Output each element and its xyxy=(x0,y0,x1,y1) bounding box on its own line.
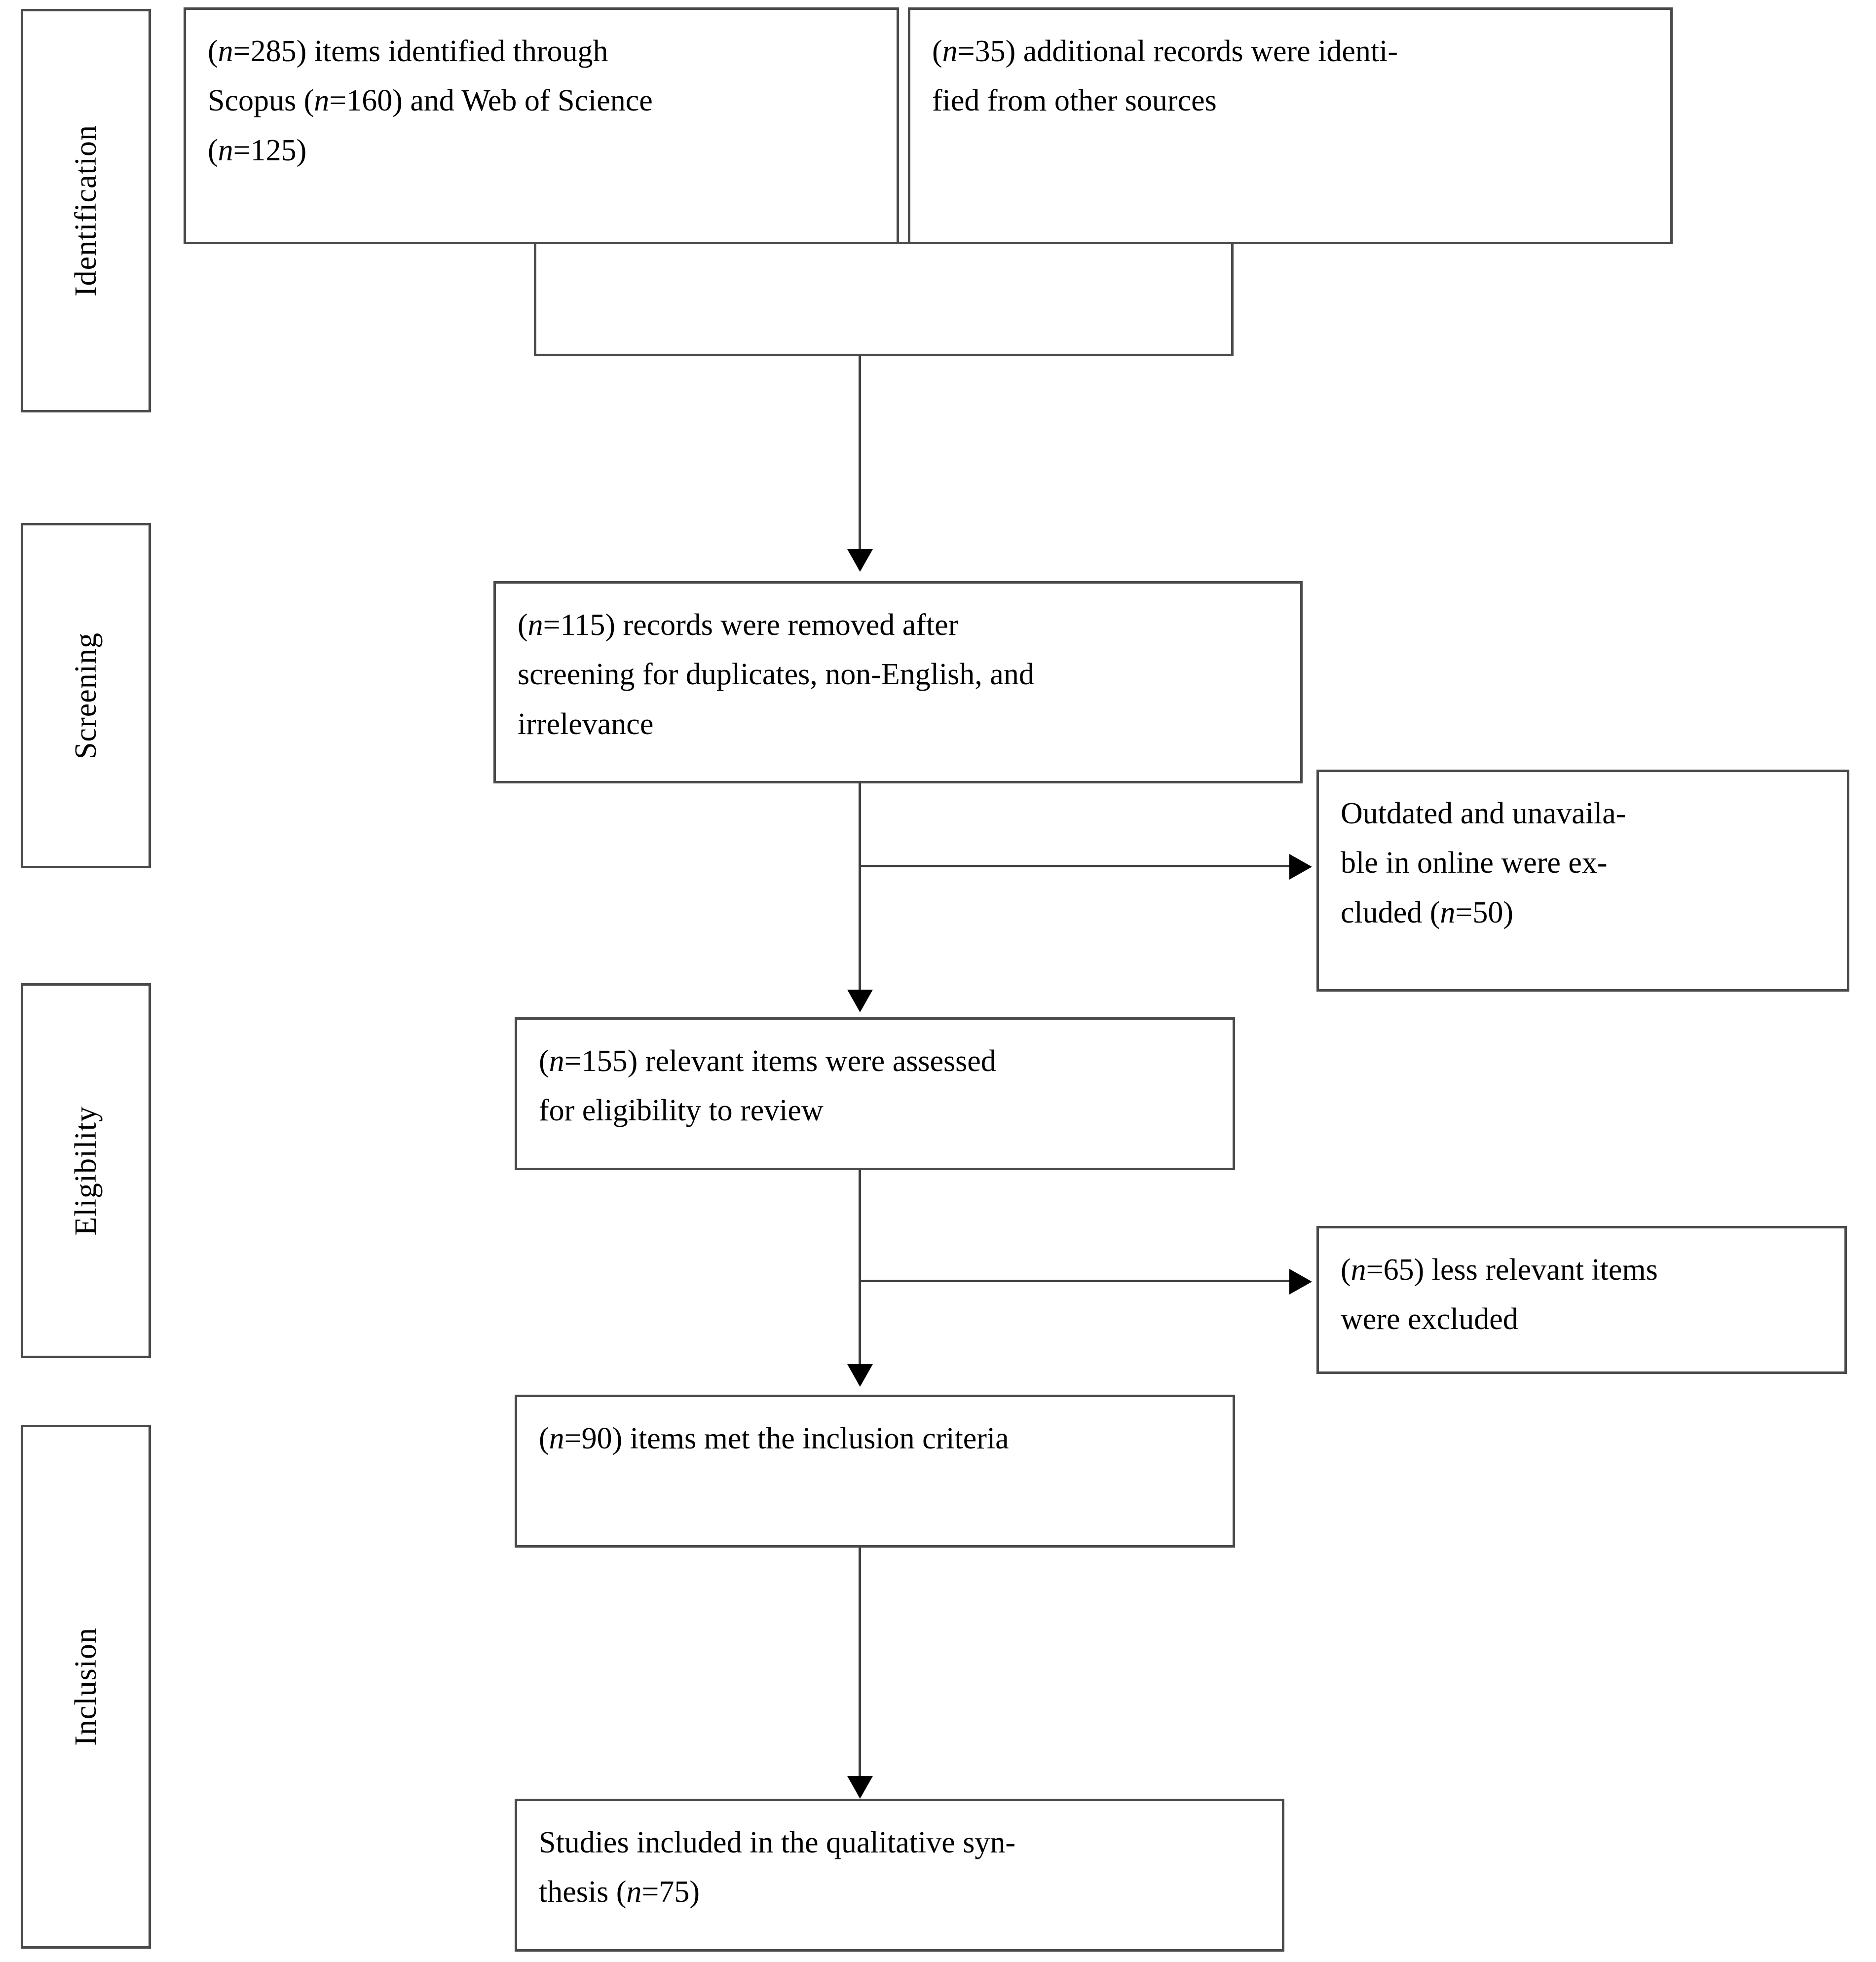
connector-screening-to-eligibility xyxy=(859,783,861,1010)
box-assessed-for-eligibility: (n=155) relevant items were assessed for… xyxy=(515,1017,1235,1170)
removed-screening-line-2: screening for duplicates, non-English, a… xyxy=(518,658,1034,692)
stage-box-identification: Identification xyxy=(21,9,151,412)
stage-box-screening: Screening xyxy=(21,523,151,868)
excluded-less-relevant-line-2: were excluded xyxy=(1341,1302,1518,1336)
identified-databases-line-2: Scopus (n=160) and Web of Science xyxy=(208,84,653,118)
arrowhead-excluded-outdated xyxy=(1289,854,1312,880)
stage-label-identification: Identification xyxy=(69,125,103,296)
qualitative-synthesis-line-2: thesis (n=75) xyxy=(539,1875,700,1909)
assessed-eligibility-line-1: (n=155) relevant items were assessed xyxy=(539,1044,996,1078)
stage-box-inclusion: Inclusion xyxy=(21,1425,151,1949)
excluded-outdated-line-1: Outdated and unavaila- xyxy=(1341,797,1626,830)
box-qualitative-synthesis: Studies included in the qualitative syn-… xyxy=(515,1799,1284,1952)
arrowhead-eligibility-to-inclusion xyxy=(847,1364,873,1387)
box-identified-through-databases: (n=285) items identified through Scopus … xyxy=(184,7,899,244)
box-excluded-less-relevant: (n=65) less relevant items were excluded xyxy=(1316,1226,1847,1374)
identified-databases-line-3: (n=125) xyxy=(208,133,307,167)
stage-box-eligibility: Eligibility xyxy=(21,983,151,1358)
arrowhead-screening-to-eligibility xyxy=(847,990,873,1012)
identified-other-line-2: fied from other sources xyxy=(932,84,1217,118)
connector-screening-to-excluded-outdated xyxy=(859,865,1293,867)
arrowhead-excluded-less-relevant xyxy=(1289,1269,1312,1295)
merge-connector-box xyxy=(534,242,1234,356)
identified-other-line-1: (n=35) additional records were identi- xyxy=(932,35,1398,68)
box-identified-other-sources: (n=35) additional records were identi- f… xyxy=(908,7,1673,244)
identified-databases-line-1: (n=285) items identified through xyxy=(208,35,608,68)
excluded-less-relevant-line-1: (n=65) less relevant items xyxy=(1341,1253,1658,1287)
arrowhead-merge-to-screening xyxy=(847,549,873,572)
qualitative-synthesis-line-1: Studies included in the qualitative syn- xyxy=(539,1826,1015,1859)
met-inclusion-line-1: (n=90) items met the inclusion criteria xyxy=(539,1422,1009,1455)
box-records-removed-screening: (n=115) records were removed after scree… xyxy=(493,581,1303,783)
box-met-inclusion-criteria: (n=90) items met the inclusion criteria xyxy=(515,1395,1235,1548)
removed-screening-line-3: irrelevance xyxy=(518,707,654,741)
connector-merge-to-screening xyxy=(859,356,861,570)
connector-eligibility-to-inclusion xyxy=(859,1170,861,1385)
connector-eligibility-to-excluded-less-relevant xyxy=(859,1280,1293,1282)
connector-inclusion-to-synthesis xyxy=(859,1548,861,1797)
stage-label-screening: Screening xyxy=(69,632,103,759)
assessed-eligibility-line-2: for eligibility to review xyxy=(539,1094,824,1128)
excluded-outdated-line-2: ble in online were ex- xyxy=(1341,846,1608,880)
removed-screening-line-1: (n=115) records were removed after xyxy=(518,608,959,642)
excluded-outdated-line-3: cluded (n=50) xyxy=(1341,895,1514,929)
stage-label-inclusion: Inclusion xyxy=(69,1628,103,1746)
stage-label-eligibility: Eligibility xyxy=(69,1106,103,1236)
box-excluded-outdated-unavailable: Outdated and unavaila- ble in online wer… xyxy=(1316,770,1849,992)
arrowhead-inclusion-to-synthesis xyxy=(847,1776,873,1799)
